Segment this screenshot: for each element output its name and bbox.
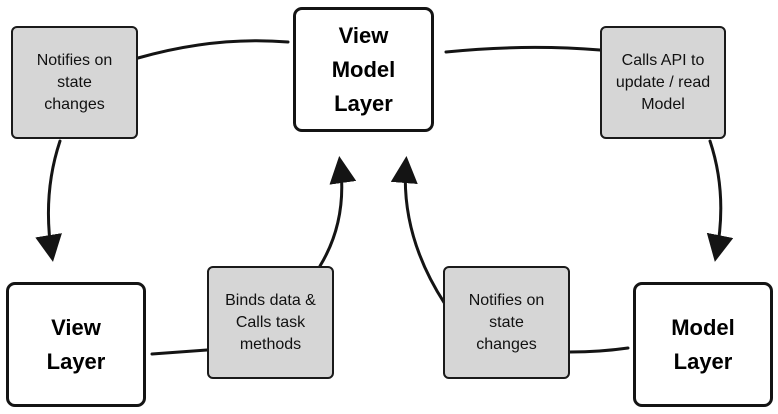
- connector-viewmodel-to-calls-api: [444, 45, 602, 54]
- arrow-calls-api-to-model-layer: [706, 139, 734, 262]
- note-bottom-left-line-2: Calls task: [235, 313, 306, 331]
- arrow-notify-to-view-layer: [35, 139, 62, 262]
- note-top-right-line-3: Model: [641, 95, 685, 113]
- note-calls-api: Calls API to update / read Model: [600, 26, 726, 139]
- note-top-left-line-1: Notifies on: [36, 51, 113, 69]
- note-bottom-left-line-3: methods: [239, 335, 302, 353]
- view-layer-box: View Layer: [6, 282, 146, 407]
- view-model-layer-label-line-3: Layer: [334, 90, 393, 116]
- view-model-layer-label-line-1: View: [338, 22, 389, 48]
- note-notifies-state-changes-top: Notifies on state changes: [11, 26, 138, 139]
- note-top-left-line-2: state: [57, 73, 92, 91]
- view-model-layer-box: View Model Layer: [293, 7, 434, 132]
- note-top-left-line-3: changes: [44, 95, 105, 113]
- note-bottom-right-line-1: Notifies on: [468, 291, 545, 309]
- view-layer-label-line-1: View: [51, 314, 101, 340]
- note-notifies-state-changes-bottom: Notifies on state changes: [443, 266, 570, 379]
- model-layer-label-line-2: Layer: [673, 348, 733, 374]
- note-bottom-right-line-3: changes: [476, 335, 537, 353]
- model-layer-box: Model Layer: [633, 282, 773, 407]
- connector-viewmodel-to-notify-top-left: [136, 39, 290, 60]
- note-top-right-line-1: Calls API to: [621, 51, 705, 69]
- note-binds-data: Binds data & Calls task methods: [207, 266, 334, 379]
- note-bottom-right-line-2: state: [489, 313, 524, 331]
- connector-view-layer-to-binds-data: [150, 348, 209, 356]
- view-layer-label-line-2: Layer: [46, 348, 106, 374]
- model-layer-label-line-1: Model: [671, 314, 735, 340]
- note-bottom-left-line-1: Binds data &: [225, 291, 316, 309]
- arrow-notify-to-viewmodel: [390, 156, 447, 306]
- note-top-right-line-2: update / read: [615, 73, 711, 91]
- arrow-binds-data-to-viewmodel: [318, 156, 357, 268]
- view-model-layer-label-line-2: Model: [331, 56, 396, 82]
- connector-model-layer-to-notify-bottom-right: [568, 346, 630, 354]
